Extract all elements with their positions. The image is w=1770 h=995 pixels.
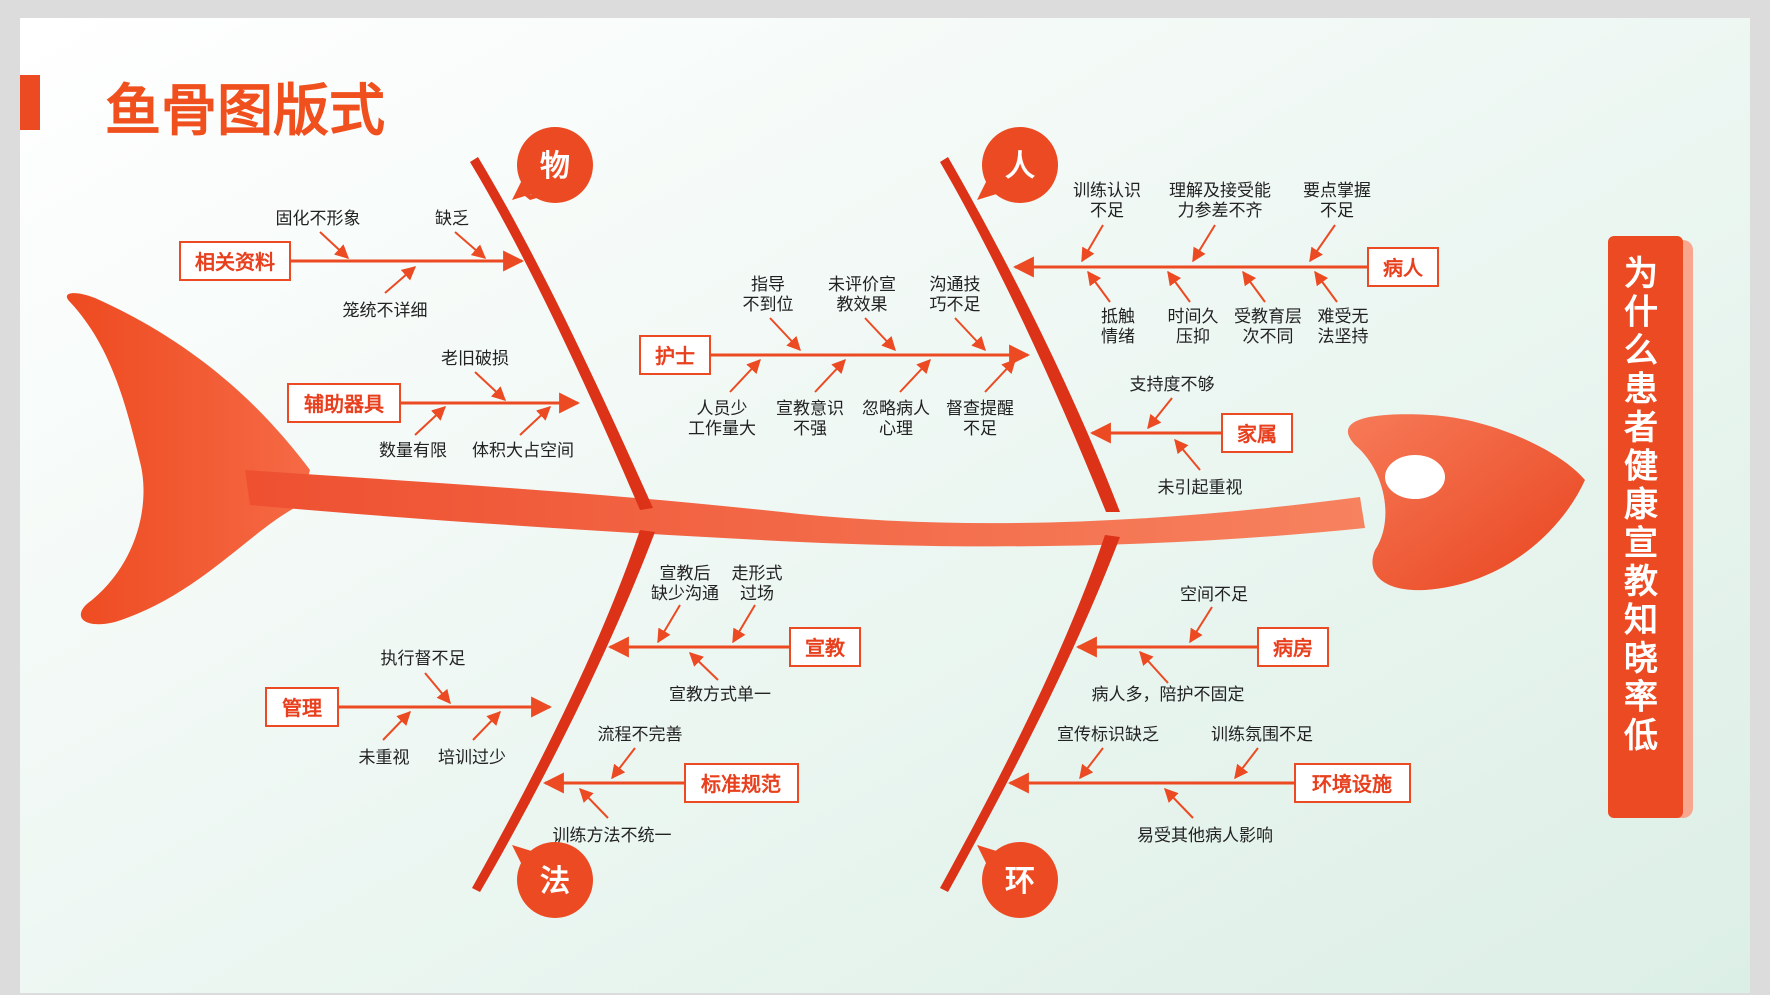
sub-cause: 宣教意识不强 (776, 399, 844, 439)
sub-cause: 难受无法坚持 (1318, 307, 1369, 347)
bone-fa (472, 530, 655, 892)
fish-spine (245, 470, 1365, 547)
svg-text:环境设施: 环境设施 (1312, 772, 1392, 796)
svg-text:宣教: 宣教 (805, 636, 846, 660)
category-huan: 环 (977, 842, 1058, 918)
category-label-wu: 物 (540, 149, 570, 184)
sub-cause: 病人多，陪护不固定 (1092, 685, 1245, 705)
sub-cause: 宣传标识缺乏 (1057, 725, 1159, 745)
sub-cause-arrows (319, 224, 1338, 819)
svg-text:家属: 家属 (1237, 422, 1277, 446)
sub-cause: 固化不形象 (276, 209, 361, 229)
category-label-ren: 人 (1005, 149, 1035, 184)
sub-cause: 未评价宣教效果 (828, 275, 896, 315)
cause-box-bzgf: 标准规范 (684, 763, 799, 803)
svg-text:相关资料: 相关资料 (195, 250, 275, 274)
sub-cause: 数量有限 (379, 441, 447, 461)
svg-text:护士: 护士 (655, 344, 695, 368)
sub-cause: 未重视 (359, 748, 410, 768)
cause-box-hjss: 环境设施 (1294, 763, 1411, 803)
bone-ren (940, 157, 1120, 512)
cause-box-hs: 护士 (639, 335, 711, 375)
fish-eye (1385, 455, 1445, 499)
sub-cause: 宣教后缺少沟通 (651, 564, 719, 604)
sub-cause: 宣教方式单一 (669, 685, 771, 705)
page-title: 鱼骨图版式 (105, 79, 385, 144)
sub-cause: 时间久压抑 (1168, 307, 1219, 347)
sub-cause: 易受其他病人影响 (1137, 826, 1273, 846)
sub-cause: 培训过少 (438, 748, 506, 768)
sub-cause: 训练方法不统一 (553, 826, 672, 846)
sub-cause: 笼统不详细 (343, 301, 428, 321)
sub-cause: 训练氛围不足 (1211, 725, 1313, 745)
cause-box-br: 病人 (1367, 247, 1439, 287)
title-accent-bar (20, 75, 40, 130)
sub-cause: 支持度不够 (1130, 375, 1215, 395)
sub-cause: 缺乏 (435, 209, 469, 229)
sub-cause: 体积大占空间 (472, 441, 574, 461)
sub-cause: 走形式过场 (732, 564, 783, 604)
sub-cause: 要点掌握不足 (1303, 181, 1371, 221)
sub-cause: 督查提醒不足 (946, 399, 1014, 439)
svg-text:管理: 管理 (282, 696, 322, 720)
category-fa: 法 (512, 842, 593, 918)
sub-cause: 训练认识不足 (1073, 181, 1141, 221)
sub-cause: 沟通技巧不足 (930, 275, 981, 315)
cause-box-xj: 宣教 (789, 627, 861, 667)
sub-cause: 忽略病人心理 (862, 399, 930, 439)
sub-cause: 老旧破损 (441, 349, 509, 369)
sub-cause: 未引起重视 (1158, 478, 1243, 498)
cause-box-fzqj: 辅助器具 (287, 383, 401, 423)
sub-cause: 抵触情绪 (1101, 307, 1135, 347)
sub-cause-labels: 固化不形象 缺乏 笼统不详细 老旧破损 数量有限 体积大占空间 指导不到位 未评… (276, 181, 1372, 846)
branch-lines (290, 250, 1368, 794)
sub-cause: 人员少工作量大 (688, 399, 756, 439)
sub-cause: 理解及接受能力参差不齐 (1169, 181, 1271, 221)
svg-text:病人: 病人 (1383, 256, 1424, 280)
svg-text:病房: 病房 (1273, 636, 1313, 660)
sub-cause: 受教育层次不同 (1234, 307, 1302, 347)
sub-cause: 指导不到位 (743, 275, 794, 315)
cause-box-gl: 管理 (265, 687, 339, 727)
bone-wu (470, 157, 653, 510)
cause-box-xgzl: 相关资料 (179, 241, 291, 281)
sub-cause: 流程不完善 (598, 725, 683, 745)
sub-cause: 执行督不足 (381, 649, 466, 669)
category-wu: 物 (512, 127, 593, 203)
svg-text:标准规范: 标准规范 (701, 772, 781, 796)
problem-statement-text: 为什么患者健康宣教知晓率低 (1624, 254, 1666, 756)
problem-statement: 为什么患者健康宣教知晓率低 (1608, 236, 1693, 818)
svg-text:辅助器具: 辅助器具 (304, 392, 384, 416)
category-ren: 人 (977, 127, 1058, 203)
cause-box-bf: 病房 (1257, 627, 1329, 667)
sub-cause: 空间不足 (1180, 585, 1248, 605)
category-label-fa: 法 (540, 864, 570, 899)
bone-huan (940, 535, 1120, 892)
category-label-huan: 环 (1005, 864, 1035, 899)
fish-tail (66, 293, 310, 625)
cause-box-js: 家属 (1221, 413, 1293, 453)
